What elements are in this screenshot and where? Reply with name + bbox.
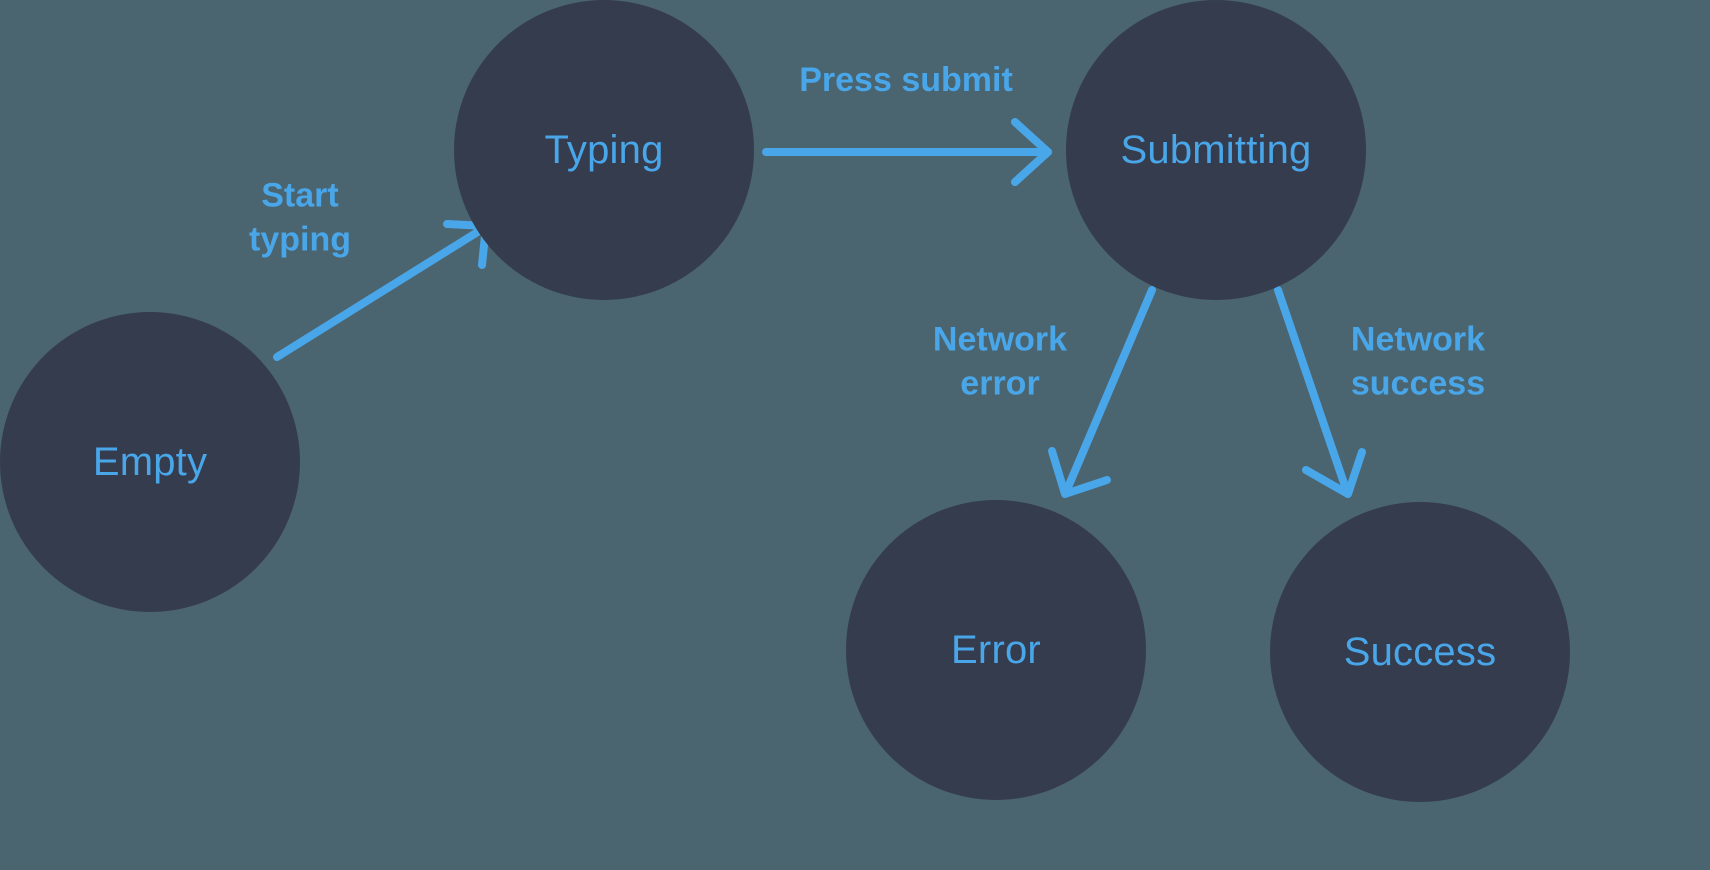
edge-label-network-success: Network success	[1350, 320, 1486, 402]
arrow-submitting-to-success	[1274, 286, 1366, 498]
state-node-submitting[interactable]: Submitting	[1066, 0, 1366, 300]
edge-label-start-typing: Start typing	[249, 176, 351, 258]
state-node-typing[interactable]: Typing	[454, 0, 754, 300]
state-node-empty-label: Empty	[92, 440, 208, 484]
edge-label-network-error: Network error	[932, 320, 1068, 402]
state-node-typing-label: Typing	[544, 128, 664, 172]
state-node-error-label: Error	[951, 628, 1041, 672]
state-node-success[interactable]: Success	[1270, 502, 1570, 802]
arrow-typing-to-submitting	[762, 118, 1052, 186]
edge-label-press-submit: Press submit	[799, 61, 1013, 100]
state-node-submitting-label: Submitting	[1120, 128, 1312, 172]
state-node-success-label: Success	[1343, 630, 1497, 674]
state-node-error[interactable]: Error	[846, 500, 1146, 800]
state-node-empty[interactable]: Empty	[0, 312, 300, 612]
